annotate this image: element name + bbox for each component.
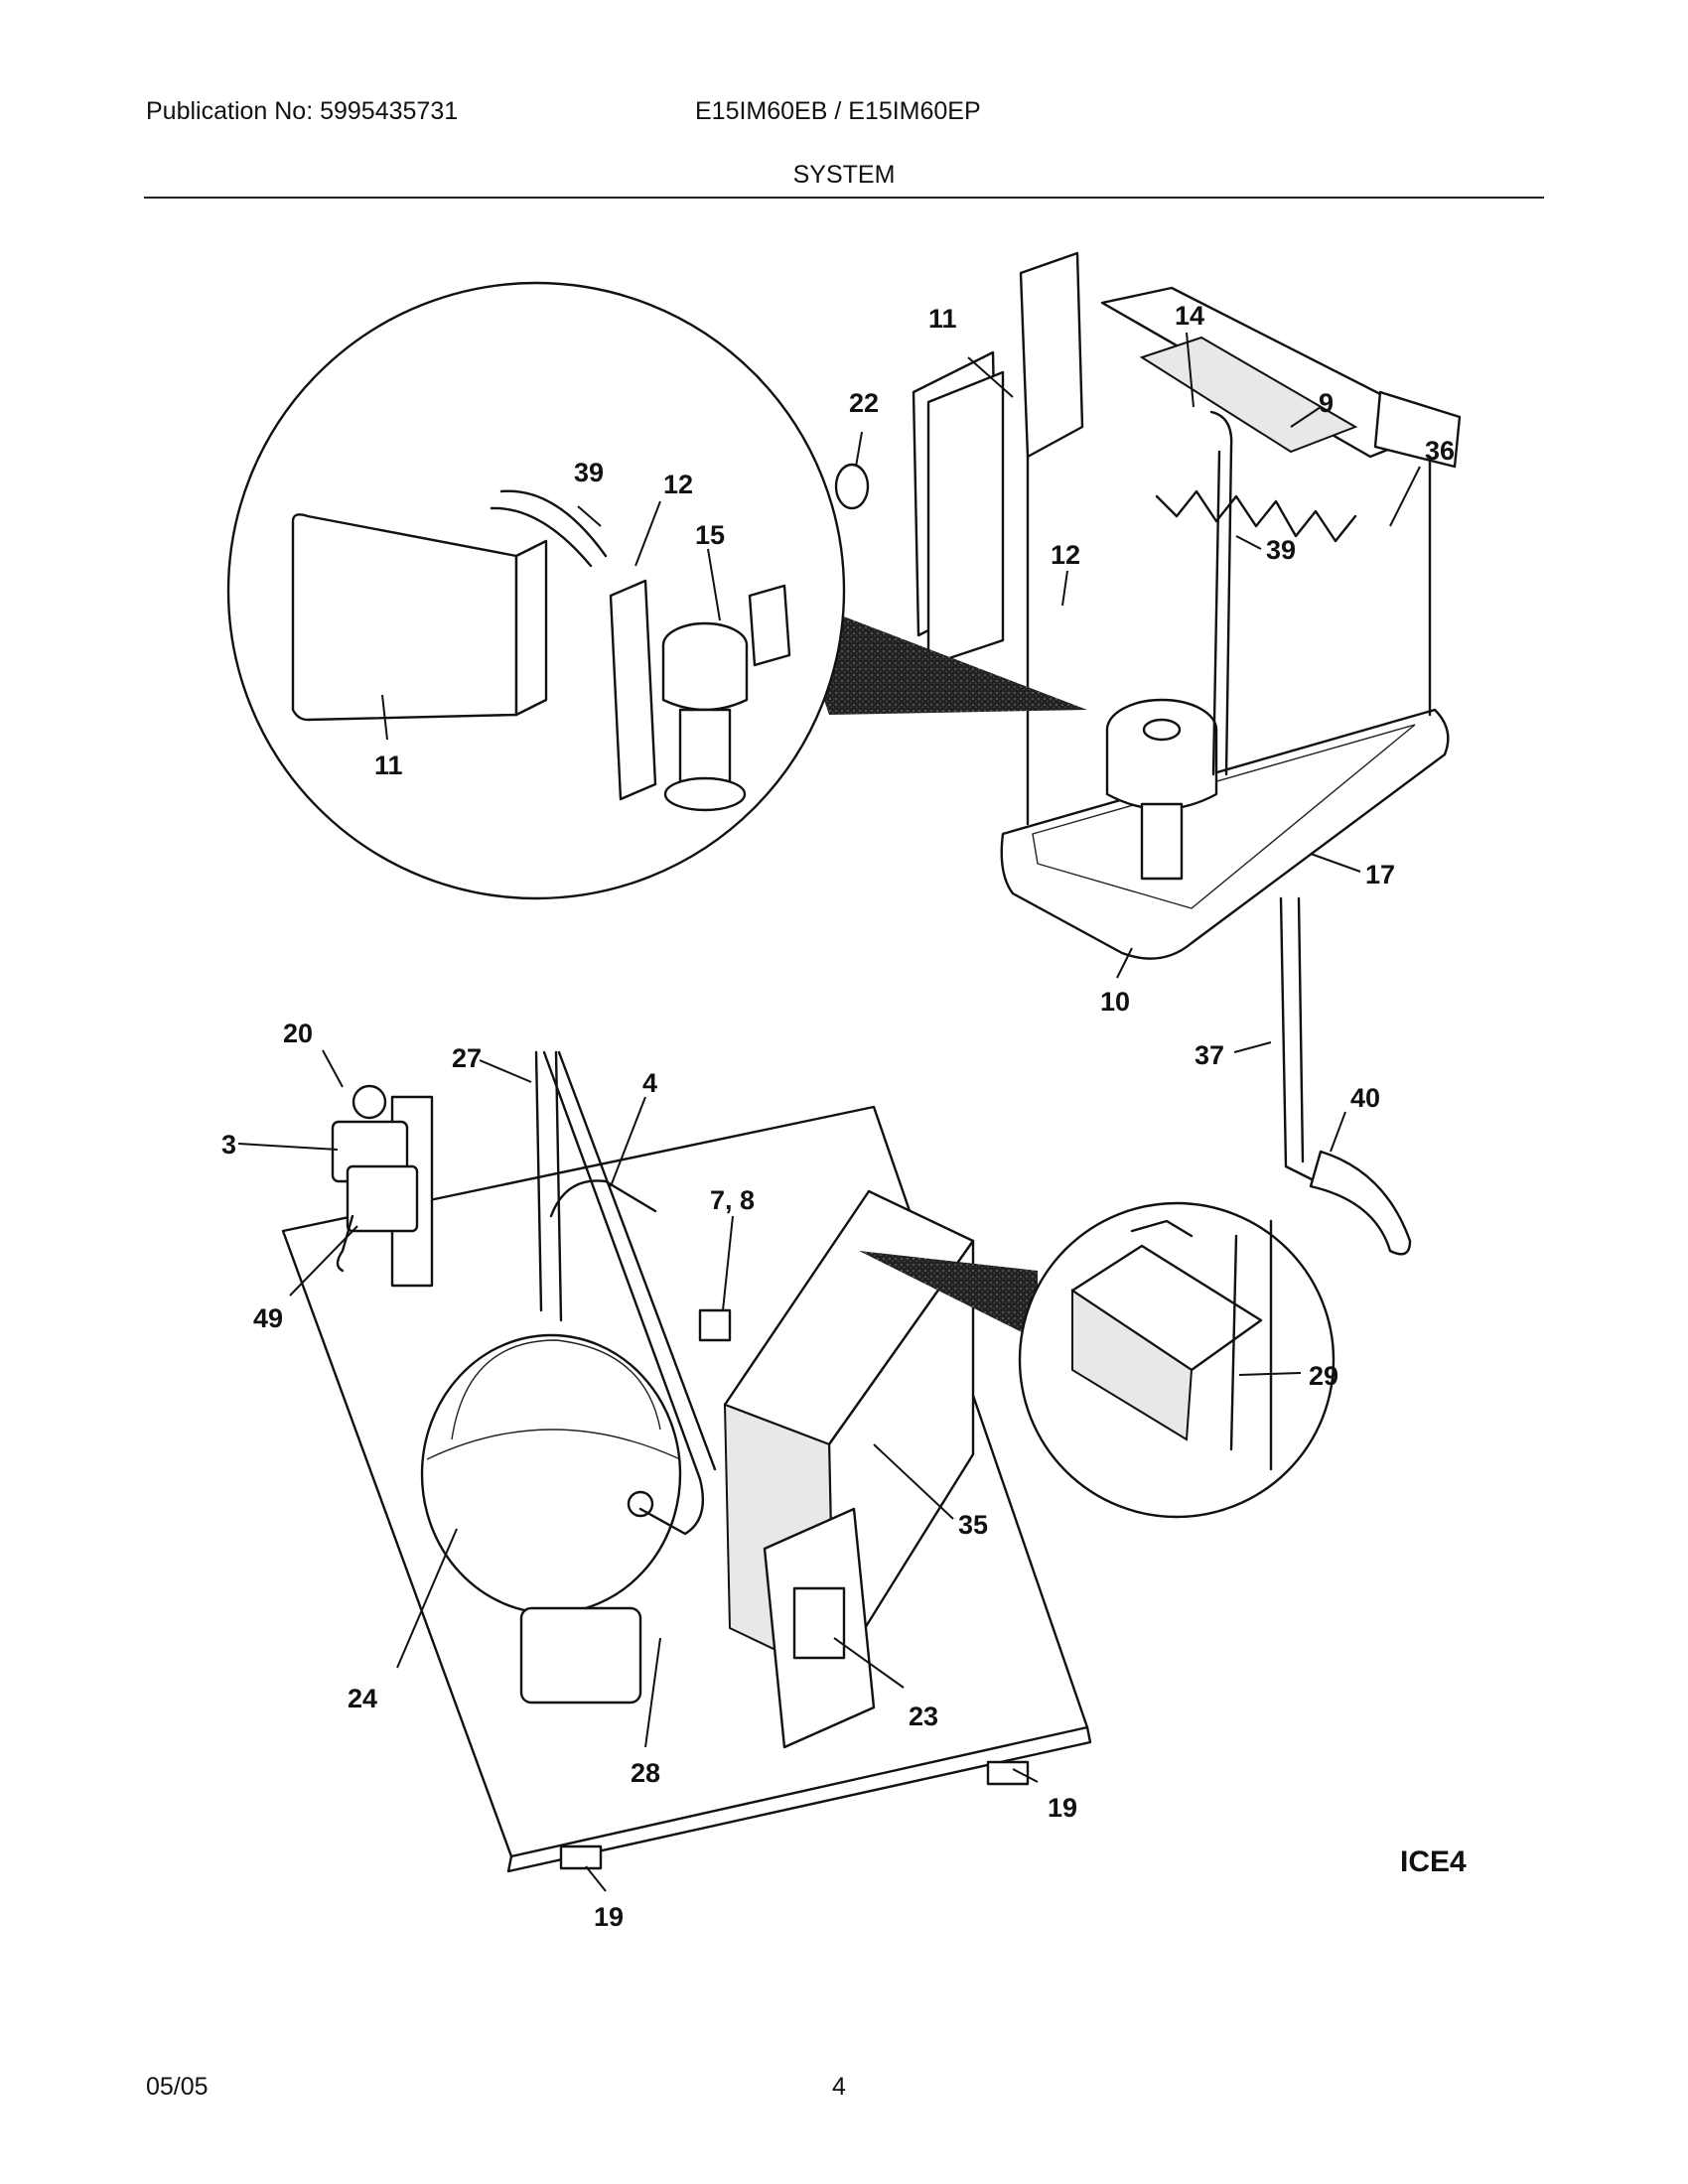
compressor-port [627,1490,654,1518]
callout-49: 49 [253,1303,283,1333]
callout-40: 40 [1350,1083,1380,1113]
callout-22: 22 [849,388,879,418]
callout-39-top: 39 [1266,535,1296,565]
callout-10: 10 [1100,987,1130,1017]
compressor-terminal-28 [519,1606,642,1705]
pump-tube [1209,410,1233,776]
detail-tube-39-b [490,506,593,568]
callout-12-top: 12 [1051,540,1080,570]
drain-hose-40 [1309,1150,1412,1256]
refrigerant-line-27 [534,1050,563,1322]
foot-front [559,1844,603,1870]
valve-coil-20 [352,1084,387,1120]
model-numbers: E15IM60EB / E15IM60EP [695,97,981,125]
refrigerant-line-diag [542,1050,717,1536]
leader-lines [237,332,1421,1892]
bracket-teeth [1155,489,1357,543]
detail-module-side [1071,1289,1194,1441]
detail-tube-39 [499,489,608,558]
callout-17: 17 [1365,860,1395,889]
diagram-code: ICE4 [1400,1845,1467,1878]
callout-36: 36 [1425,436,1455,466]
callout-20: 20 [283,1019,313,1048]
base-plate-edge [506,1725,1092,1873]
publication-date: 05/05 [146,2073,209,2101]
callout-27: 27 [452,1043,482,1073]
pump-tube-inner [1211,450,1221,776]
detail-pointer-lower [859,1251,1038,1340]
tube-4 [549,1179,657,1218]
pump-impeller [1140,802,1184,881]
pump-motor-cap [1142,718,1182,742]
callout-11-top: 11 [928,304,957,334]
callout-7-8: 7, 8 [710,1185,755,1215]
upper-assembly [834,251,1462,1256]
detail-pointer-upper [789,596,1087,715]
callout-37: 37 [1195,1040,1224,1070]
drain-tube-37-inner [1297,896,1305,1163]
header-rule [144,197,1544,199]
callout-labels: 14 11 22 9 36 39 12 15 39 12 11 17 10 37… [221,301,1467,1932]
compressor-bulge [451,1339,661,1440]
detail-motor-body [661,645,749,712]
callout-12-detail: 12 [663,470,693,499]
detail-bracket-12 [609,579,657,801]
connector-7-8 [698,1308,732,1342]
back-panel [1019,251,1084,459]
cap-22 [834,463,870,510]
pump-motor-body [1105,730,1218,811]
callout-35: 35 [958,1510,988,1540]
reservoir-inner [1032,724,1416,909]
callout-15: 15 [695,520,725,550]
valve-coil-49 [346,1164,419,1233]
valve-inlet [336,1214,354,1273]
lower-assembly [281,1050,1092,1873]
publication-number: Publication No: 5995435731 [146,97,459,125]
top-shield [1373,390,1462,469]
callout-28: 28 [631,1758,660,1788]
relay-block [792,1586,846,1660]
left-flap [926,370,1005,667]
callout-9: 9 [1319,388,1334,418]
foot-right [986,1760,1030,1786]
callout-3: 3 [221,1130,236,1160]
detail-panel-11-flap [514,539,548,717]
detail-impeller-base [663,776,747,812]
bracket-9 [1139,336,1358,454]
callout-19-front: 19 [594,1902,624,1932]
callout-24: 24 [348,1684,377,1713]
section-title: SYSTEM [792,161,896,189]
page-number: 4 [832,2073,846,2101]
reservoir-10 [1000,708,1450,960]
callout-39-detail: 39 [574,458,604,487]
detail-connector [1130,1219,1194,1238]
detail-mount [748,584,791,667]
callout-11-detail: 11 [374,751,403,780]
callout-14: 14 [1175,301,1204,331]
callout-23: 23 [909,1702,938,1731]
compressor-24 [420,1333,682,1615]
detail-circle-condenser [859,1201,1336,1519]
detail-wire-29 [1229,1234,1238,1451]
detail-impeller [678,708,732,786]
detail-circle-pump [226,281,1087,900]
compressor-seam [426,1429,681,1460]
callout-29: 29 [1309,1361,1338,1391]
callout-19-right: 19 [1048,1793,1077,1823]
callout-4: 4 [642,1068,657,1098]
